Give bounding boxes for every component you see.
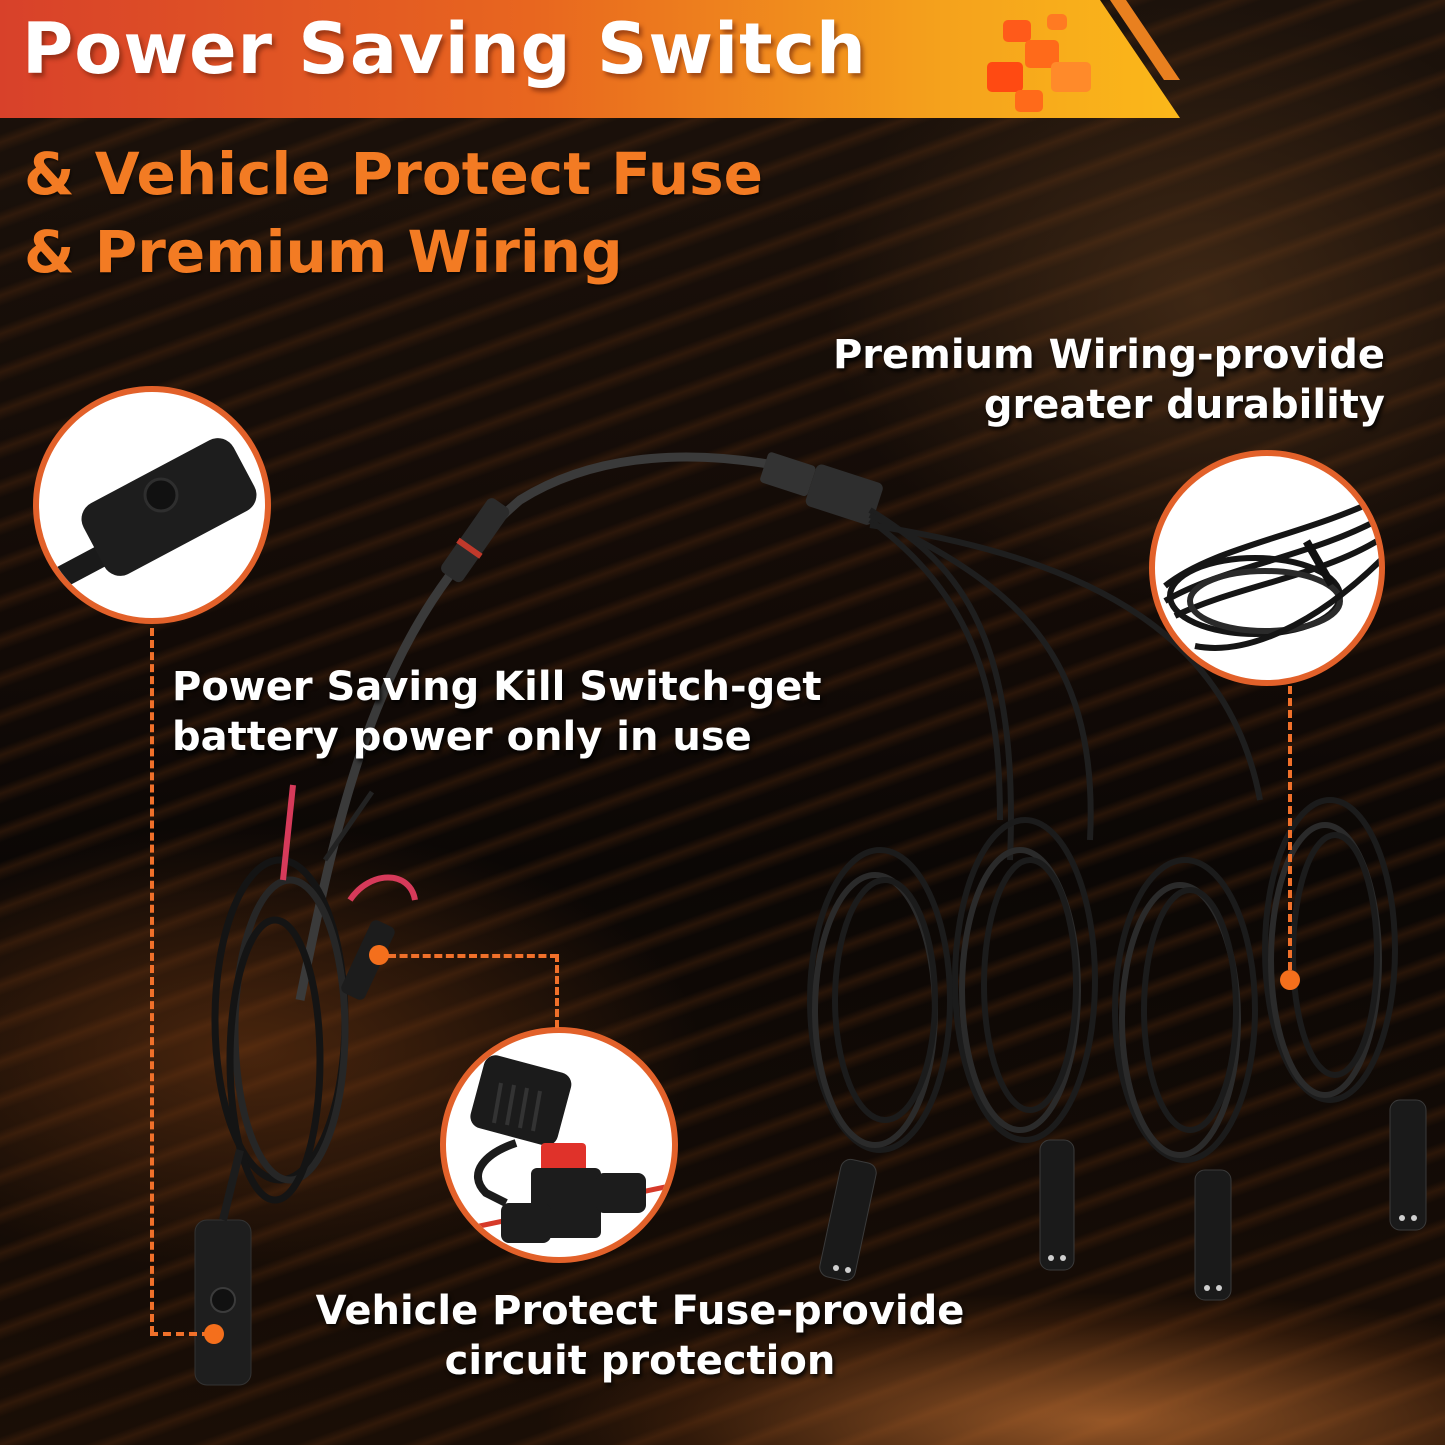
fuse-caption-line-2: circuit protection [444, 1338, 836, 1384]
subtitle-line-1: & Vehicle Protect Fuse [24, 140, 763, 208]
subtitle-line-2: & Premium Wiring [24, 218, 623, 286]
wiring-leader-vertical [1288, 686, 1292, 970]
premium-wiring-callout [1149, 450, 1385, 686]
header-banner [0, 0, 1180, 118]
fuse-caption-line-1: Vehicle Protect Fuse-provide [315, 1288, 965, 1334]
kill-switch-callout [33, 386, 271, 624]
fuse-callout [440, 1027, 678, 1263]
kill-switch-caption: Power Saving Kill Switch-get battery pow… [172, 662, 821, 762]
inline-fuse-holder-closeup-icon [446, 1055, 672, 1243]
kill-switch-leader-horizontal [150, 1332, 210, 1336]
kill-switch-caption-line-1: Power Saving Kill Switch-get [172, 664, 822, 710]
fuse-leader-vertical [555, 954, 559, 1028]
fuse-leader-horizontal [388, 954, 558, 958]
premium-wiring-caption: Premium Wiring-provide greater durabilit… [775, 330, 1385, 430]
kill-switch-leader-vertical [150, 628, 154, 1334]
premium-wiring-caption-line-1: Premium Wiring-provide [832, 332, 1385, 378]
fuse-caption: Vehicle Protect Fuse-provide circuit pro… [290, 1286, 990, 1386]
fuse-marker-dot [369, 945, 389, 965]
coiled-cable-closeup-icon [1163, 495, 1379, 651]
inline-switch-closeup-icon [39, 438, 257, 602]
kill-switch-caption-line-2: battery power only in use [172, 714, 752, 760]
kill-switch-marker-dot [204, 1324, 224, 1344]
banner-title: Power Saving Switch [22, 8, 867, 90]
premium-wiring-caption-line-2: greater durability [983, 382, 1385, 428]
wiring-marker-dot [1280, 970, 1300, 990]
checkered-flag-icon [985, 12, 1105, 112]
